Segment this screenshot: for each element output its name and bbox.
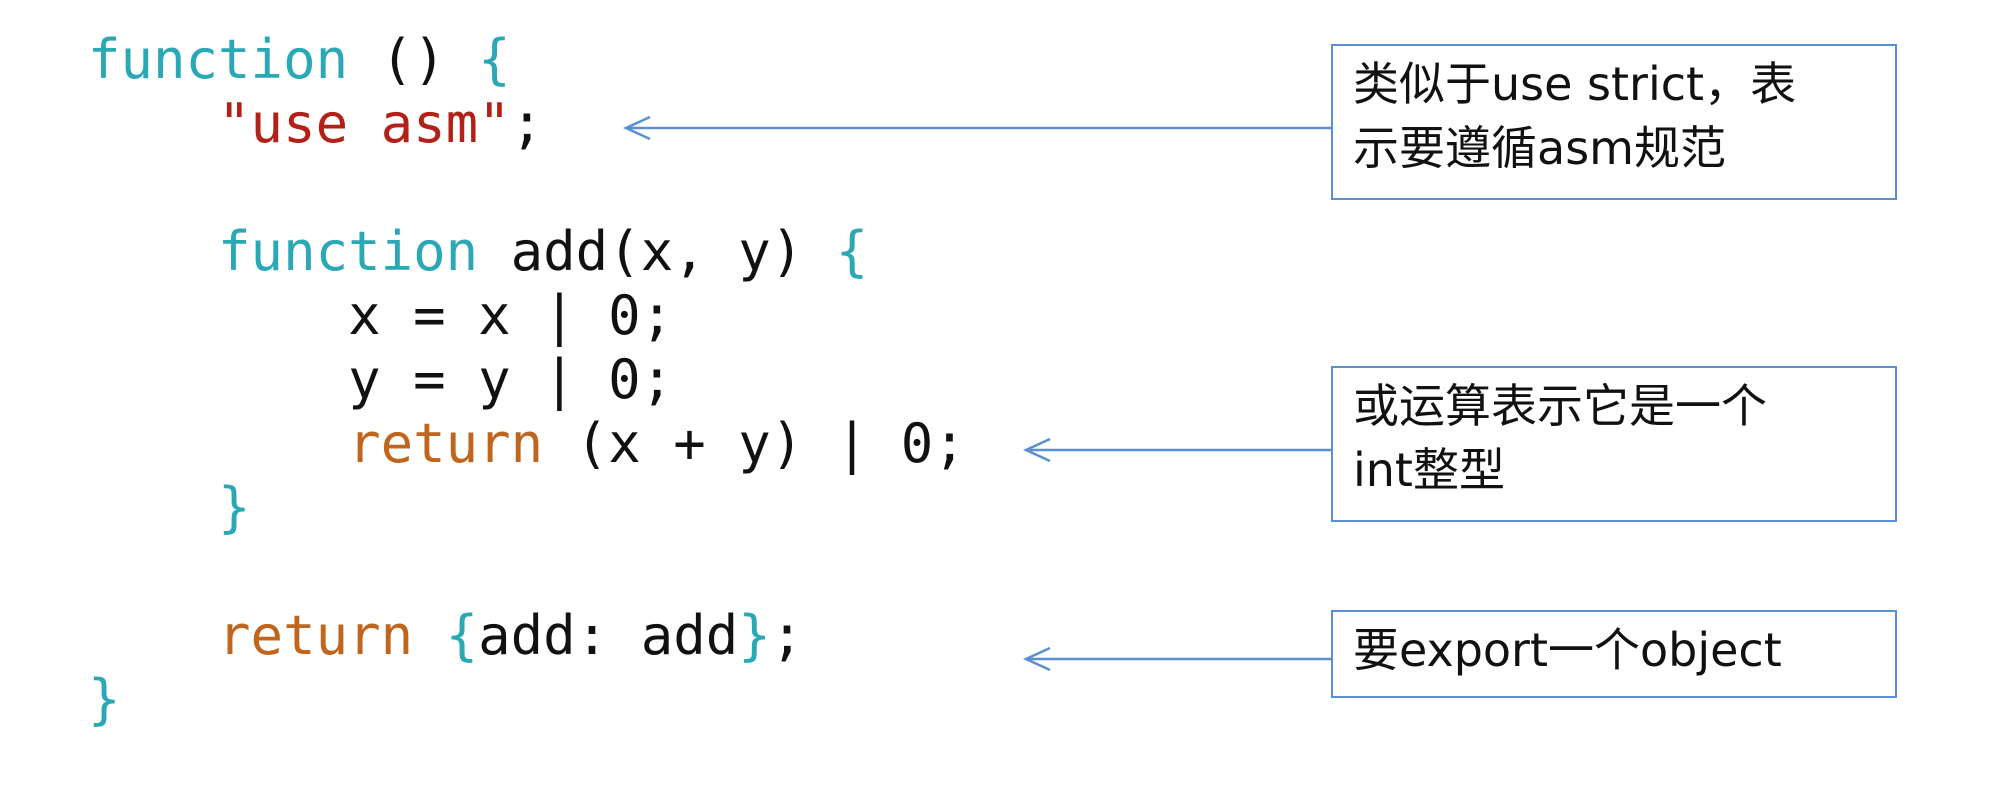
code-token: function: [218, 220, 479, 283]
code-token: }: [738, 604, 771, 667]
note-export-object-line-1: 要export一个object: [1353, 623, 1782, 677]
code-line-4: function add(x, y) {: [88, 220, 868, 284]
note-or-operation-line-1: 或运算表示它是一个: [1353, 379, 1767, 433]
code-line-5: x = x | 0;: [88, 284, 673, 348]
code-token: }: [88, 668, 121, 731]
code-token: ;: [770, 604, 804, 667]
code-token: function: [88, 28, 349, 91]
code-token: add: add: [478, 604, 739, 667]
code-line-10: return {add: add};: [88, 604, 803, 668]
note-export-object: 要export一个object: [1331, 610, 1897, 698]
code-line-11: }: [88, 668, 121, 732]
note-or-operation-line-2: int整型: [1353, 443, 1505, 497]
note-use-asm: 类似于use strict，表 示要遵循asm规范: [1331, 44, 1897, 200]
code-line-8: }: [88, 476, 251, 540]
code-token: {: [835, 220, 869, 283]
code-line-1: function () {: [88, 28, 511, 92]
code-token: (): [348, 28, 479, 91]
note-use-asm-line-2: 示要遵循asm规范: [1353, 121, 1726, 175]
code-line-6: y = y | 0;: [88, 348, 673, 412]
code-token: return: [348, 412, 544, 475]
code-line-7: return (x + y) | 0;: [88, 412, 966, 476]
code-line-2: "use asm";: [88, 92, 543, 156]
arrow-use-asm: [622, 115, 1331, 141]
code-token: add(x, y): [478, 220, 836, 283]
code-token: ;: [510, 92, 544, 155]
arrow-or-operation: [1022, 437, 1331, 463]
code-token: {: [445, 604, 479, 667]
arrow-export-object: [1022, 646, 1331, 672]
note-use-asm-line-1: 类似于use strict，表: [1353, 57, 1797, 111]
code-token: x = x | 0;: [88, 284, 674, 347]
code-token: y = y | 0;: [88, 348, 674, 411]
code-token: (x + y) | 0;: [543, 412, 966, 475]
code-token: {: [478, 28, 511, 91]
code-token: }: [218, 476, 251, 539]
code-token: return: [218, 604, 414, 667]
note-or-operation: 或运算表示它是一个 int整型: [1331, 366, 1897, 522]
code-token: "use asm": [218, 92, 511, 155]
